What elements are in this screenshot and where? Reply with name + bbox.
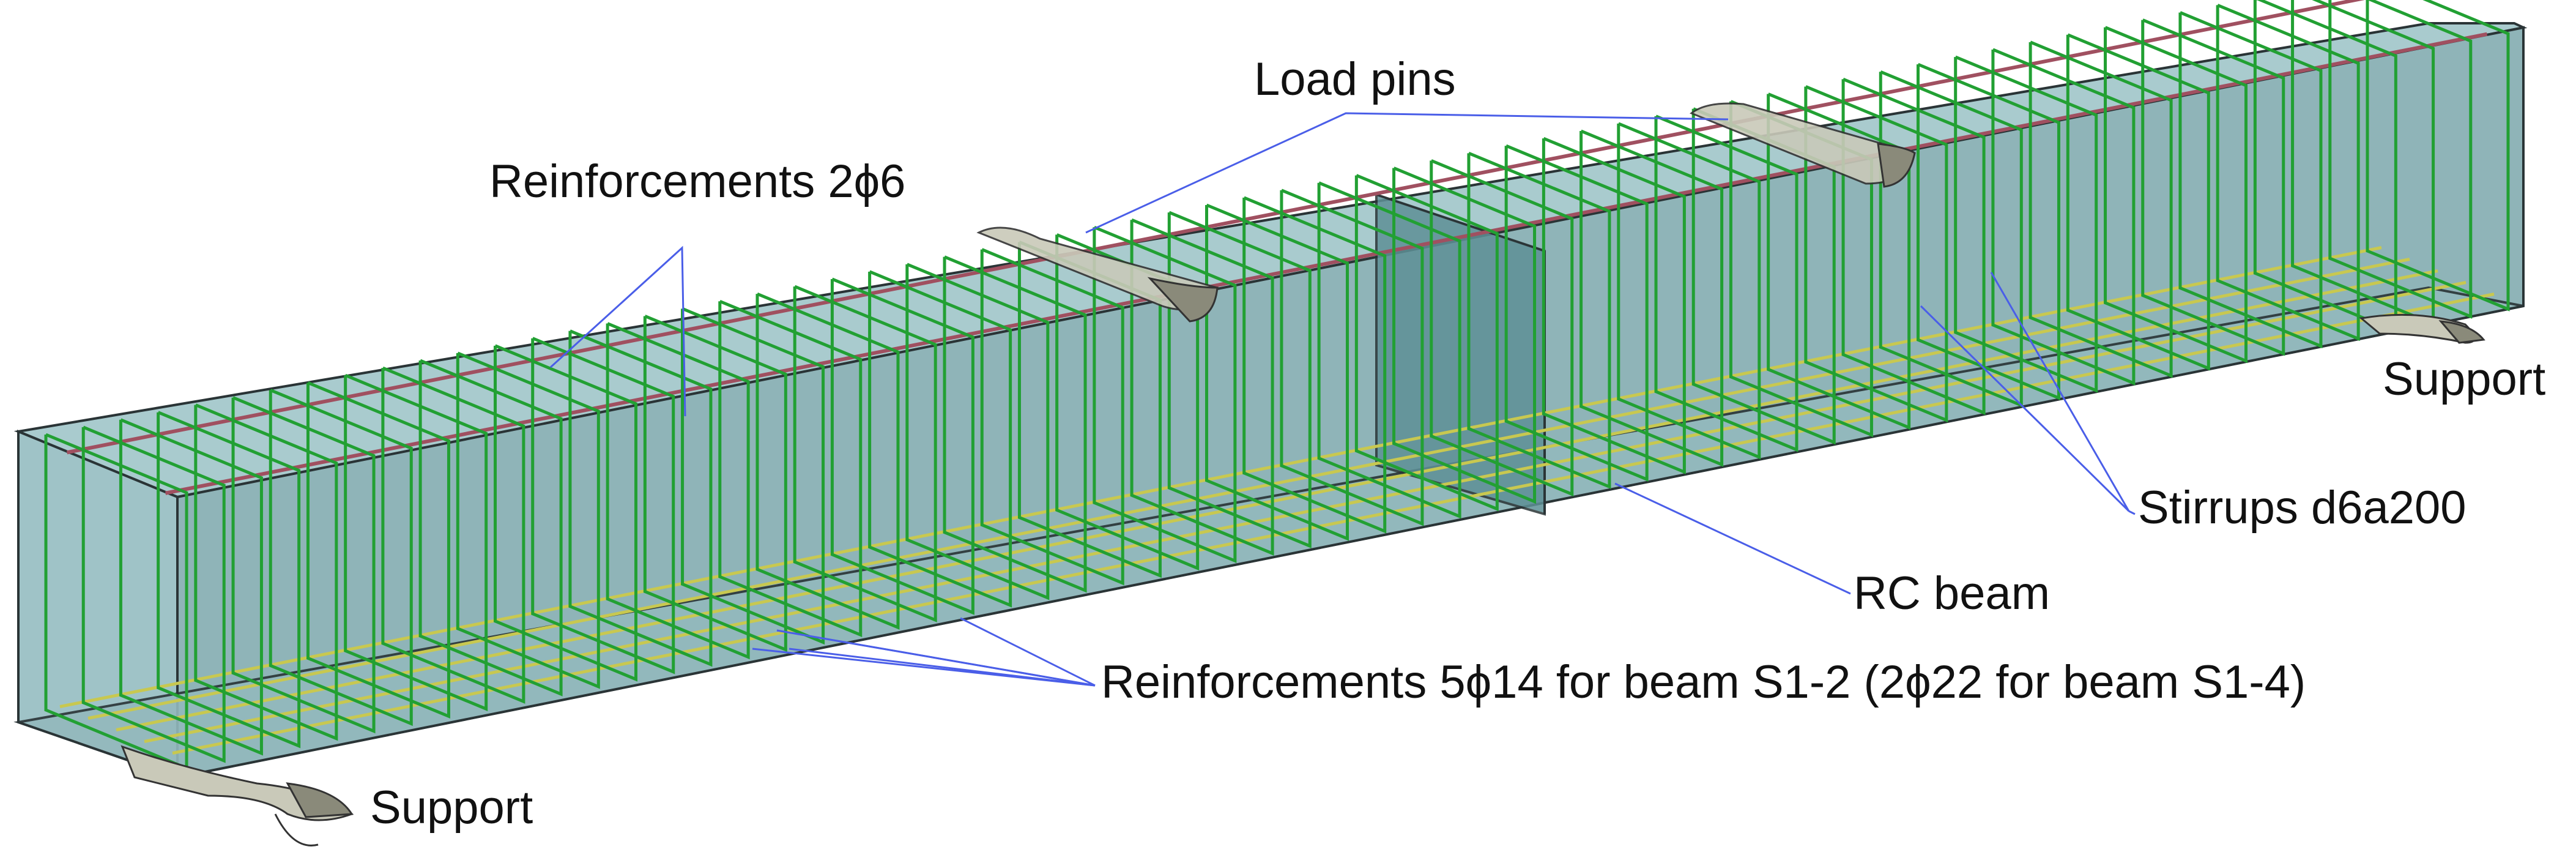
stirrup — [2366, 0, 2510, 312]
support-right — [2359, 313, 2485, 344]
load-pin-right — [1690, 102, 1916, 188]
stirrup — [306, 381, 450, 719]
stirrup — [793, 285, 937, 622]
stirrup — [231, 396, 376, 734]
stirrup — [81, 425, 226, 763]
stirrup — [2178, 11, 2323, 349]
stirrup — [606, 322, 750, 660]
stirrup — [568, 329, 713, 667]
stirrup — [1167, 211, 1312, 548]
rc-beam-label: RC beam — [1854, 567, 2050, 619]
stirrup — [1841, 78, 1986, 416]
stirrup — [681, 307, 825, 645]
top-reinforcement-label: Reinforcements 2ϕ6 — [489, 155, 905, 207]
stirrup — [1317, 181, 1461, 519]
load-pin-left — [976, 226, 1219, 323]
stirrup — [2328, 0, 2473, 319]
stirrup — [157, 411, 301, 749]
stirrup — [1430, 159, 1574, 497]
stirrup — [1954, 55, 2098, 393]
bottom-reinforcement-label: Reinforcements 5ϕ14 for beam S1-2 (2ϕ22 … — [1101, 656, 2306, 708]
stirrup — [194, 403, 338, 741]
stirrup — [119, 418, 263, 756]
stirrup — [2216, 4, 2360, 342]
stirrup — [1579, 129, 1724, 467]
stirrup — [718, 299, 863, 637]
stirrups-label: Stirrups d6a200 — [2138, 482, 2467, 534]
stirrup — [830, 277, 974, 615]
stirrup — [456, 351, 600, 689]
stirrup — [2066, 33, 2210, 371]
stirrup — [2141, 18, 2285, 356]
stirrup — [1804, 85, 1948, 423]
stirrup — [381, 366, 525, 704]
stirrup — [1654, 114, 1798, 452]
stirrup — [418, 359, 563, 697]
stirrup — [1504, 144, 1649, 482]
stirrup — [1991, 48, 2136, 386]
support-left-label: Support — [370, 782, 533, 834]
stirrup — [1093, 225, 1237, 564]
stirrup — [1916, 62, 2060, 400]
stirrup — [1392, 166, 1537, 504]
stirrup — [1242, 196, 1387, 534]
stirrup — [531, 337, 675, 674]
stirrup — [755, 292, 900, 630]
stirrup — [2104, 26, 2248, 364]
stirrup — [1542, 136, 1686, 474]
stirrup — [344, 373, 488, 711]
support-left — [121, 745, 354, 846]
stirrup — [1280, 189, 1424, 526]
load-pins-label: Load pins — [1254, 53, 1456, 105]
stirrup — [1617, 122, 1761, 460]
stirrup — [2029, 40, 2173, 378]
leader-lines — [549, 112, 2136, 687]
stirrup — [868, 270, 1012, 608]
stirrup — [643, 315, 787, 652]
stirrups-group — [44, 0, 2510, 771]
support-right-label: Support — [2383, 353, 2545, 405]
stirrup — [1354, 174, 1499, 512]
stirrup — [943, 255, 1087, 593]
stirrup — [494, 344, 638, 682]
stirrup — [1130, 218, 1274, 556]
stirrup — [1767, 92, 1911, 430]
stirrup — [269, 389, 413, 727]
stirrup — [1467, 152, 1611, 490]
stirrup — [905, 263, 1050, 600]
stirrup — [980, 248, 1124, 586]
stirrup — [1205, 203, 1349, 541]
